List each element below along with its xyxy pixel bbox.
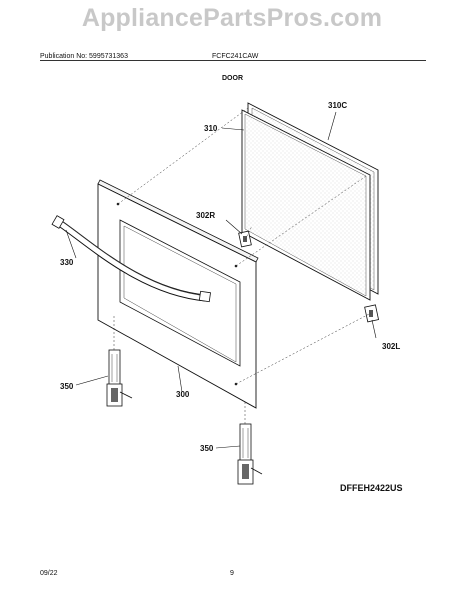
- callout-330: 330: [60, 258, 74, 267]
- door-hinge-right: [237, 423, 263, 485]
- header-divider: [40, 60, 426, 61]
- door-hinge-left: [106, 349, 133, 407]
- hinge-receiver-left: [364, 304, 380, 323]
- page-number: 9: [230, 570, 234, 577]
- assembly-lines: [113, 107, 372, 424]
- section-title: DOOR: [222, 75, 243, 82]
- door-glass-panel: [241, 109, 371, 301]
- diagram-id: DFFEH2422US: [340, 483, 403, 493]
- callout-302l: 302L: [382, 342, 401, 351]
- callout-350-right: 350: [200, 444, 214, 453]
- callout-302r: 302R: [196, 211, 216, 220]
- callout-310: 310: [204, 124, 218, 133]
- footer-date: 09/22: [40, 570, 58, 577]
- hinge-receiver-right: [238, 230, 252, 248]
- callout-300: 300: [176, 390, 190, 399]
- callout-350-left: 350: [60, 382, 74, 391]
- publication-number: Publication No: 5995731363: [40, 53, 128, 60]
- model-number: FCFC241CAW: [212, 53, 259, 60]
- watermark: AppliancePartsPros.com: [81, 4, 383, 32]
- door-handle: [51, 215, 211, 303]
- callout-310c: 310C: [328, 101, 348, 110]
- callout-leaders: [65, 111, 377, 449]
